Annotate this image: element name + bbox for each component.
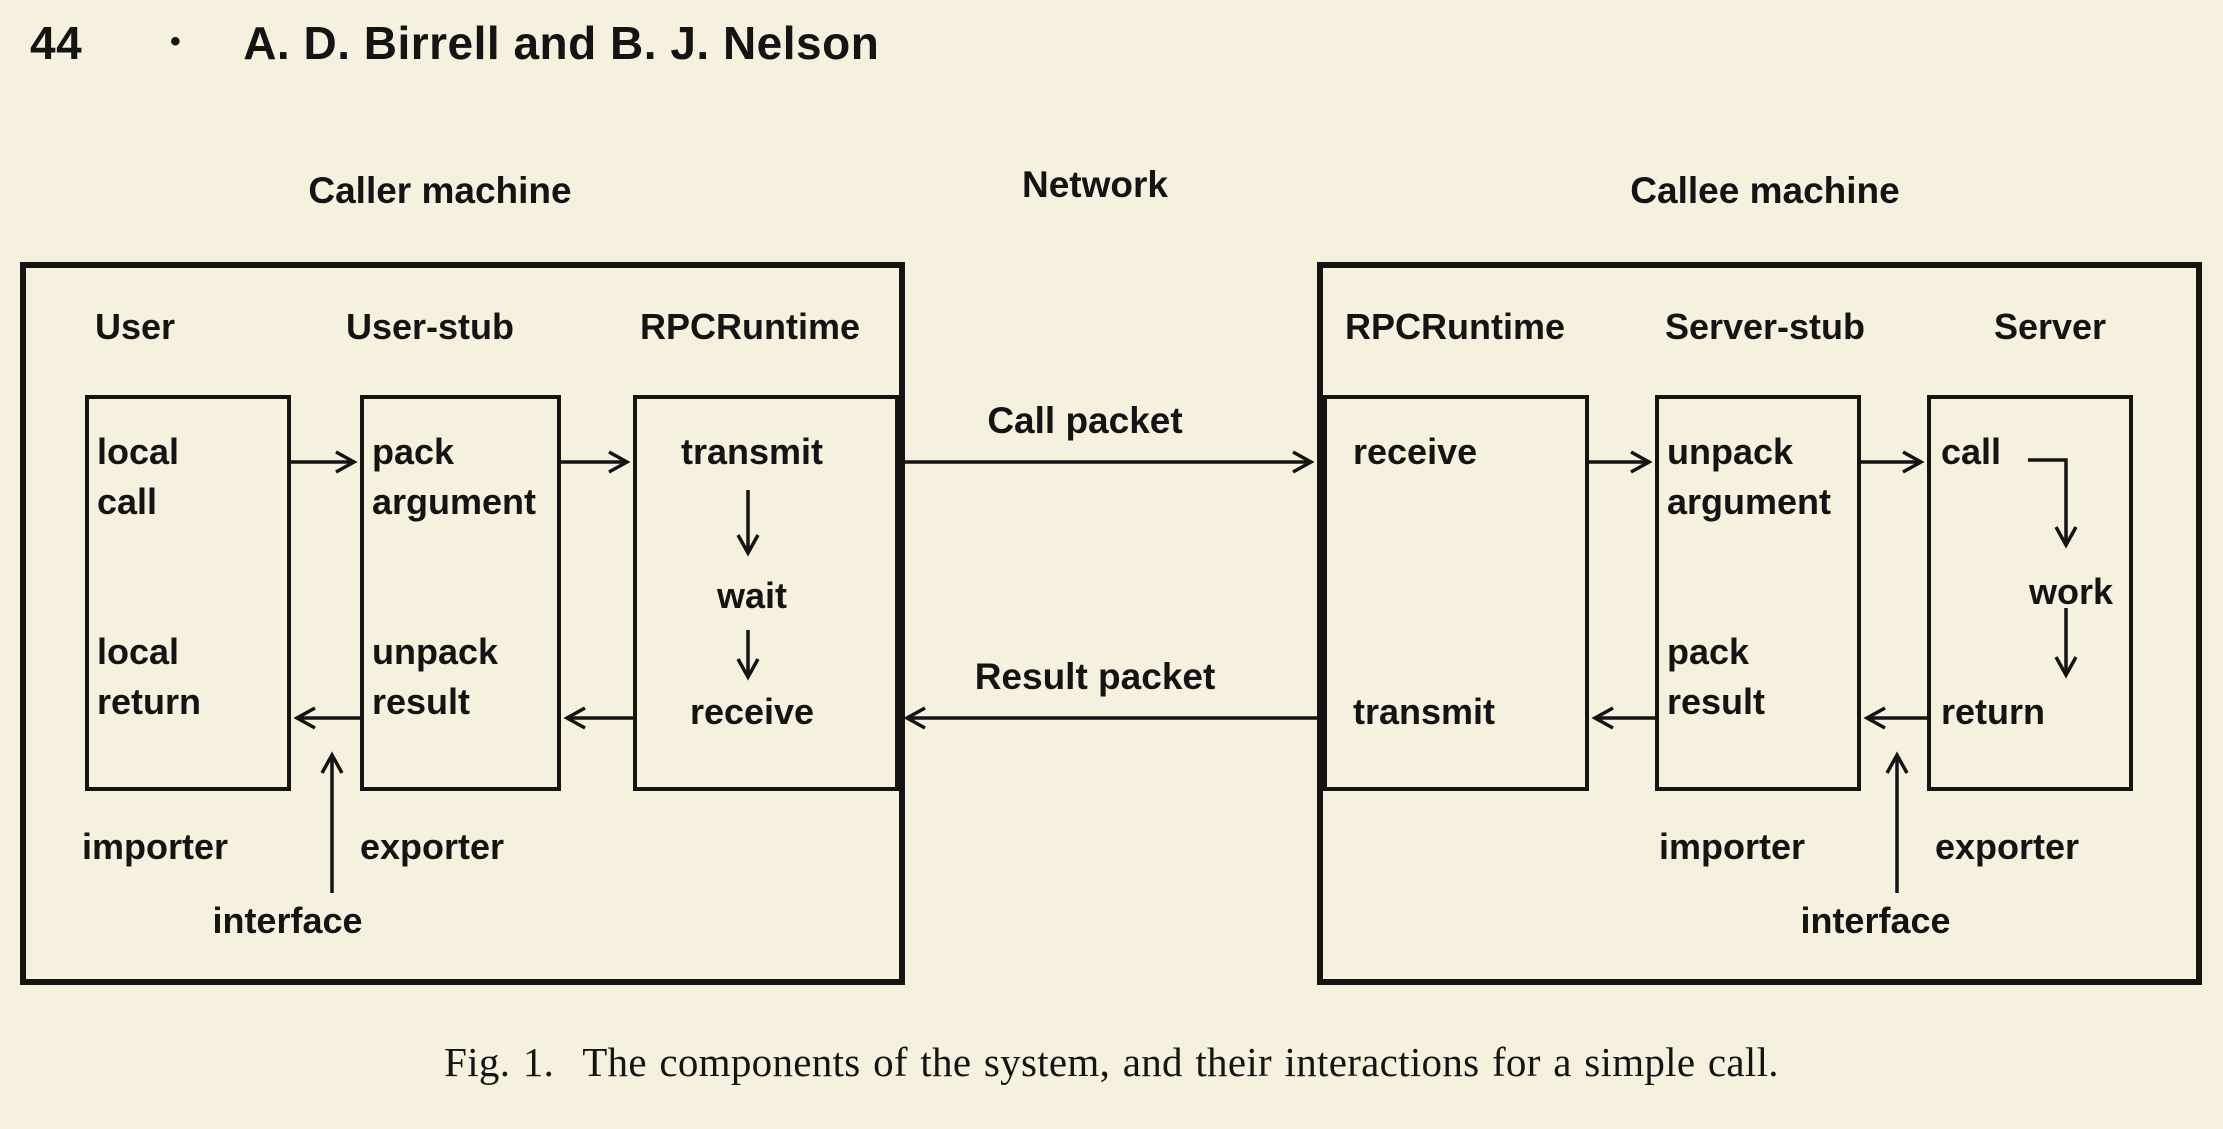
server-box: call work return [1927,395,2133,791]
transmit-step-label: transmit [680,431,824,472]
separator-bullet: • [170,25,182,58]
call-step-label: call [1941,431,2002,472]
page-header: 44 • A. D. Birrell and B. J. Nelson [30,16,879,70]
local-call-label: local call [97,431,180,522]
unpack-result-label: unpack result [372,631,499,722]
result-packet-label: Result packet [974,656,1216,697]
figure-caption-text: The components of the system, and their … [582,1039,1779,1085]
caller-machine-label: Caller machine [308,170,572,211]
return-step-label: return [1941,691,2046,732]
callee-exporter-label: exporter [1934,826,2080,867]
caller-rpcruntime-box: transmit wait receive [633,395,899,791]
work-step-label: work [2028,571,2114,612]
caller-importer-label: importer [81,826,229,867]
call-packet-label: Call packet [987,400,1183,441]
figure-caption-number: Fig. 1. [444,1039,555,1085]
receive-step-label: receive [689,691,815,732]
callee-rpcruntime-column-title: RPCRuntime [1345,306,1566,347]
wait-step-label: wait [716,575,787,616]
local-return-label: local return [97,631,202,722]
running-head: A. D. Birrell and B. J. Nelson [243,17,880,69]
pack-argument-label: pack argument [372,431,537,522]
caller-rpcruntime-column-title: RPCRuntime [640,306,861,347]
callee-interface-label: interface [1800,900,1951,941]
caller-exporter-label: exporter [359,826,505,867]
caller-machine-box [20,262,905,985]
user-box: local call local return [85,395,291,791]
caller-interface-label: interface [212,900,363,941]
receive-label: receive [1353,431,1478,472]
user-stub-column-title: User-stub [345,306,515,347]
page-number: 44 [30,17,83,69]
unpack-argument-label: unpack argument [1667,431,1832,522]
transmit-label: transmit [1353,691,1496,732]
pack-result-label: pack result [1667,631,1766,722]
callee-machine-box [1317,262,2202,985]
server-column-title: Server [1993,306,2107,347]
user-stub-box: pack argument unpack result [360,395,561,791]
callee-importer-label: importer [1658,826,1806,867]
server-stub-box: unpack argument pack result [1655,395,1861,791]
server-stub-column-title: Server-stub [1664,306,1866,347]
user-column-title: User [94,306,176,347]
network-label: Network [1022,164,1168,205]
callee-machine-label: Callee machine [1630,170,1900,211]
callee-rpcruntime-box: receive transmit [1323,395,1589,791]
figure-caption: Fig. 1. The components of the system, and… [0,1038,2223,1086]
